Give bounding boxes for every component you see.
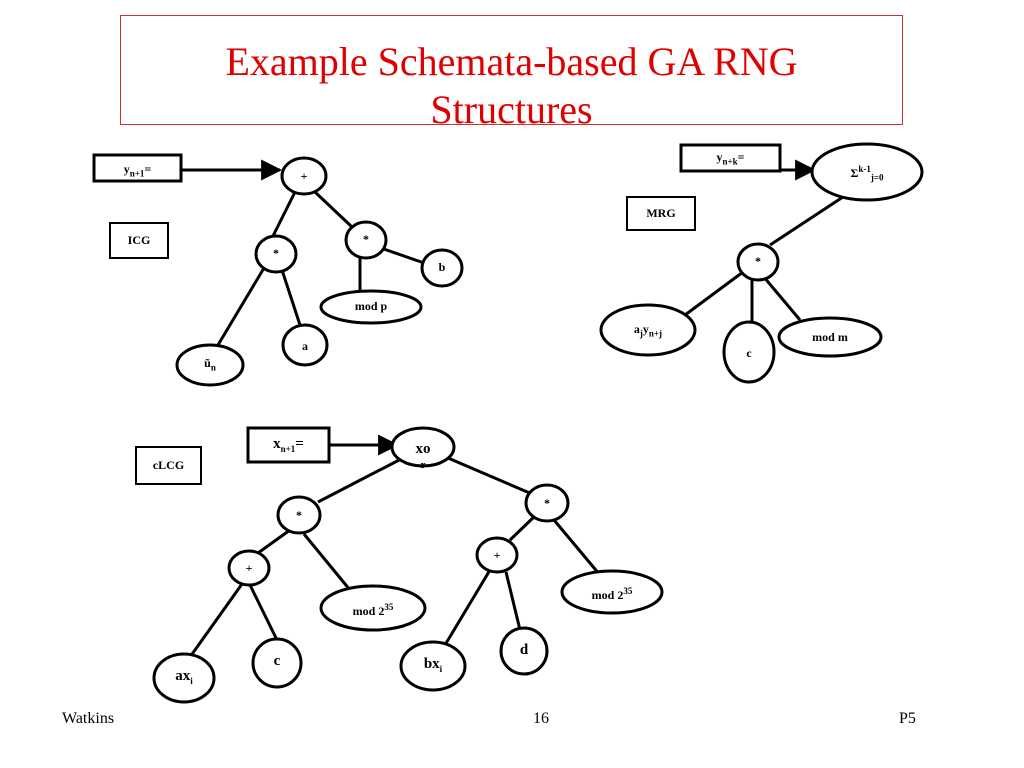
mrg-c-label: c [746,346,752,360]
mrg-output-box [679,143,782,173]
icg-edge-multright-b [380,246,425,265]
icg-a-label: a [302,339,308,353]
mrg-mod-node [777,316,883,358]
footer-author: Watkins [62,710,115,727]
icg-edge-multleft-u [216,267,266,346]
clcg-mult-left-label: * [296,508,302,522]
clcg-edge-plus-bx [443,569,492,646]
mrg-edge-mult-mod [761,275,802,321]
slide-title: Example Schemata-based GA RNG Structures [121,38,902,134]
clcg-edge-multleft-plus [257,528,291,555]
clcg-d-node [499,626,549,676]
icg-mult-left-label: * [273,246,279,260]
clcg-plus-right-label: + [493,548,501,562]
icg-label: ICG [127,233,151,247]
clcg-mod-right-label: mod 235 [591,586,633,602]
icg-plus-label: + [300,169,308,183]
clcg-xor-label: xo r [415,441,431,471]
icg-u-label: ũn [204,356,216,373]
icg-mult-right-node [344,220,388,260]
mrg-aj-label: ajyn+j [633,322,663,339]
mrg-label: MRG [646,206,676,220]
clcg-output-label: xn+1= [273,436,304,455]
clcg-edge-multright-plus [508,513,538,542]
mrg-output-label: yn+k= [716,150,745,167]
icg-plus-node [280,156,328,196]
clcg-mult-right-label: * [544,496,550,510]
icg-mod-label: mod p [354,299,388,313]
clcg-edge-xor-multright [447,456,533,496]
clcg-mod-left-label: mod 235 [352,602,394,618]
icg-mult-right-label: * [363,232,369,246]
clcg-bx-node [399,640,467,692]
mrg-label-box [626,196,696,231]
mrg-edge-sum-mult [769,193,847,247]
mrg-sum-node [810,142,924,202]
icg-output-label: yn+1= [123,162,152,179]
icg-label-box [109,222,169,259]
clcg-ax-label: axi [175,668,193,687]
clcg-plus-left-label: + [245,561,253,575]
icg-edge-plus-multright [313,190,354,229]
icg-b-node [420,248,464,288]
clcg-plus-right-node [475,536,519,574]
clcg-mod-left-node [319,584,427,632]
icg-a-node [281,323,329,367]
clcg-mult-left-node [276,495,322,535]
icg-mult-left-node [254,234,298,274]
clcg-edge-plus-ax [188,583,244,658]
clcg-c-node [251,637,303,689]
title-box: Example Schemata-based GA RNG Structures [120,15,903,132]
clcg-mod-right-node [560,569,664,615]
clcg-edge-multright-mod [552,519,602,576]
mrg-mult-label: * [755,254,761,268]
clcg-edge-plus-d [504,571,522,631]
title-line-1: Example Schemata-based GA RNG [225,39,798,84]
clcg-edge-plus-c [248,584,279,641]
mrg-mult-node [736,242,780,282]
mrg-c-node [722,320,776,384]
icg-output-box [92,153,183,183]
clcg-c-label: c [273,653,281,669]
clcg-label: cLCG [152,458,185,472]
footer-slide-id: P5 [899,710,916,727]
clcg-edge-multleft-mod [302,533,352,591]
clcg-bx-label: bxi [423,656,443,675]
icg-b-label: b [438,260,446,274]
icg-edge-multleft-a [280,269,302,326]
footer-page-number: 16 [533,710,549,727]
clcg-output-box [246,426,331,464]
clcg-d-label: d [519,642,529,658]
clcg-plus-left-node [227,549,271,587]
clcg-ax-node [152,652,216,704]
clcg-label-box [135,446,202,485]
title-line-2: Structures [430,87,593,132]
mrg-aj-node [599,303,697,357]
icg-mod-node [319,289,423,325]
clcg-mult-right-node [524,483,570,523]
mrg-sum-label: Σk-1j=0 [850,164,884,183]
mrg-edge-mult-aj [684,270,744,317]
clcg-edge-xor-multleft [317,456,404,504]
icg-u-node [175,343,245,387]
clcg-xor-node [390,426,456,468]
mrg-mod-label: mod m [812,330,848,344]
icg-edge-plus-multleft [270,191,297,239]
